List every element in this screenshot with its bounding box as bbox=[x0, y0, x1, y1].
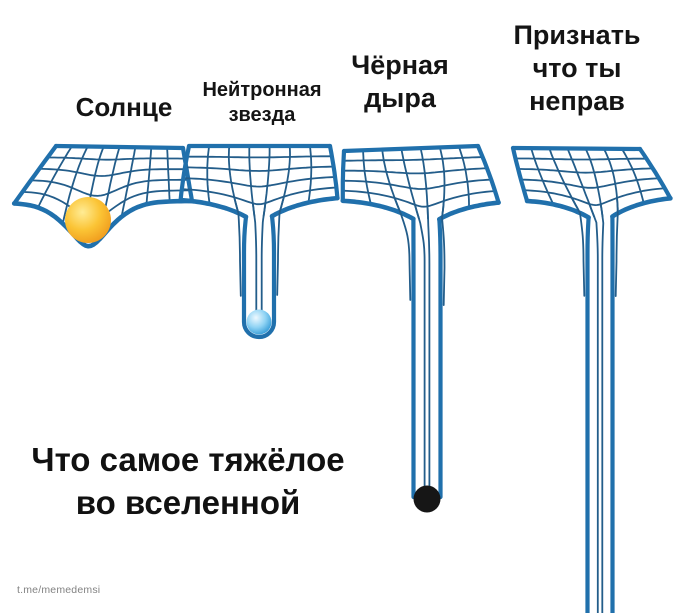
sun-ball bbox=[65, 197, 111, 243]
panel-label-sun: Солнце bbox=[75, 92, 173, 122]
meme-caption: Что самое тяжёлое во вселенной bbox=[31, 441, 345, 521]
panel-label-neutron-star: Нейтронная звезда bbox=[202, 79, 322, 126]
gravity-well-admit-wrong bbox=[510, 145, 673, 613]
gravity-well-neutron-star bbox=[178, 143, 340, 340]
gravity-well-sun bbox=[11, 143, 195, 249]
gravity-well-black-hole bbox=[340, 143, 501, 513]
neutron-star-ball bbox=[246, 309, 272, 335]
watermark-link: t.me/memedemsi bbox=[17, 584, 101, 596]
panel-label-black-hole: Чёрная дыра bbox=[351, 50, 449, 113]
panel-label-admit-wrong: Признать что ты неправ bbox=[513, 20, 641, 116]
black-hole-ball bbox=[413, 485, 441, 513]
